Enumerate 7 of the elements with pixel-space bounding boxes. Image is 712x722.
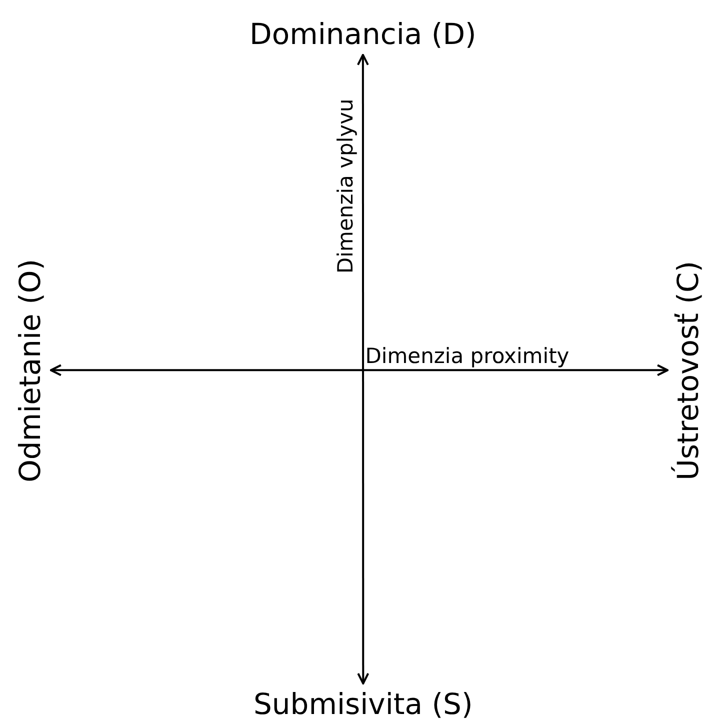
axis-label: Ústretovosť (C) <box>672 260 705 480</box>
axis-caption: Dimenzia proximity <box>365 344 570 368</box>
double-arrow <box>50 364 669 376</box>
axis-label: Odmietanie (O) <box>14 258 47 482</box>
axis-label: Dominancia (D) <box>250 18 476 51</box>
double-arrow <box>356 54 370 684</box>
axis-label: Submisivita (S) <box>254 688 473 721</box>
